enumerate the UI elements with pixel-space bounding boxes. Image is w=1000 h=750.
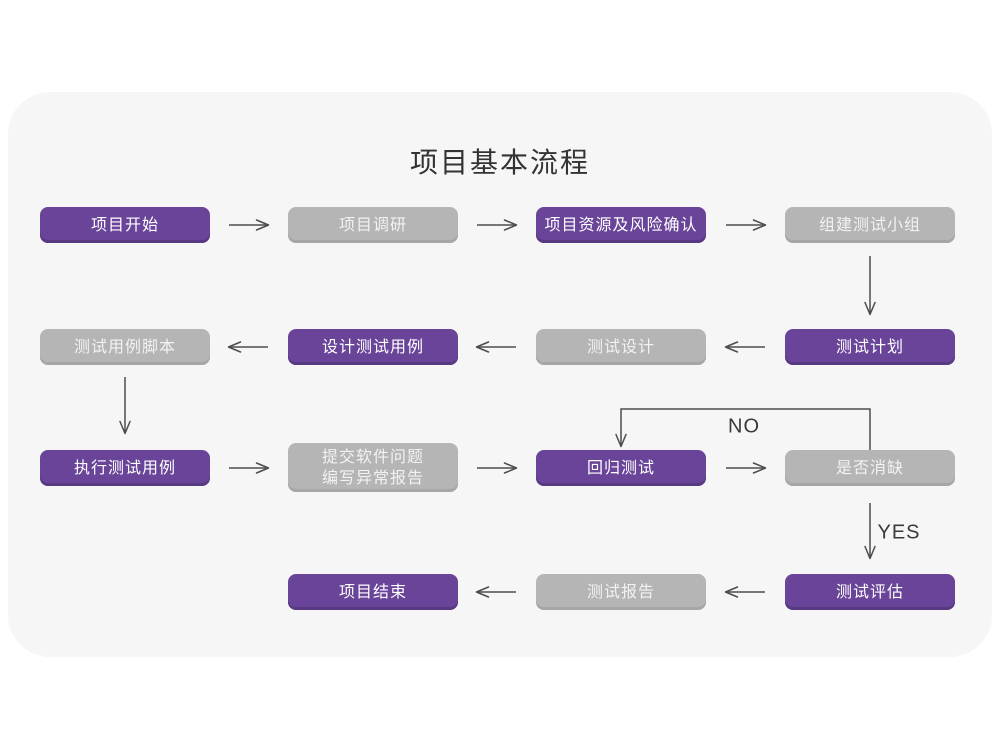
flow-node-build-test-team: 组建测试小组: [785, 207, 955, 243]
flow-node-label: 执行测试用例: [73, 459, 176, 477]
flow-node-label: 项目调研: [338, 216, 407, 234]
flow-node-test-evaluation: 测试评估: [785, 574, 955, 610]
flow-node-resource-risk: 项目资源及风险确认: [536, 207, 706, 243]
flow-node-label: 测试评估: [835, 583, 904, 601]
flow-node-label: 编写异常报告: [321, 469, 424, 487]
flow-node-label: 回归测试: [586, 459, 655, 477]
edge-label-no: NO: [728, 415, 760, 438]
flow-node-label: 测试设计: [586, 338, 655, 356]
flow-node-label: 测试计划: [835, 338, 904, 356]
flow-node-label: 项目结束: [338, 583, 407, 601]
flow-node-label: 测试用例脚本: [73, 338, 176, 356]
flow-node-regression-test: 回归测试: [536, 450, 706, 486]
flowchart-card: [8, 92, 992, 657]
flow-node-design-test-case: 设计测试用例: [288, 329, 458, 365]
diagram-title: 项目基本流程: [409, 147, 590, 178]
edge-label-yes: YES: [877, 521, 921, 544]
flow-node-project-end: 项目结束: [288, 574, 458, 610]
flow-node-execute-test-case: 执行测试用例: [40, 450, 210, 486]
flow-node-test-report: 测试报告: [536, 574, 706, 610]
flow-node-label: 组建测试小组: [818, 216, 921, 234]
flow-node-project-start: 项目开始: [40, 207, 210, 243]
flow-node-label: 项目资源及风险确认: [544, 216, 698, 234]
flow-node-project-research: 项目调研: [288, 207, 458, 243]
flow-node-label: 提交软件问题: [321, 448, 424, 466]
flow-node-defect-cleared: 是否消缺: [785, 450, 955, 486]
flow-node-test-plan: 测试计划: [785, 329, 955, 365]
flow-node-label: 测试报告: [586, 583, 655, 601]
flow-node-label: 是否消缺: [835, 459, 904, 477]
flow-node-label: 项目开始: [90, 216, 159, 234]
flow-node-label: 设计测试用例: [321, 338, 424, 356]
flow-node-test-case-script: 测试用例脚本: [40, 329, 210, 365]
flow-node-submit-issues: 提交软件问题编写异常报告: [288, 443, 458, 492]
flow-node-test-design: 测试设计: [536, 329, 706, 365]
